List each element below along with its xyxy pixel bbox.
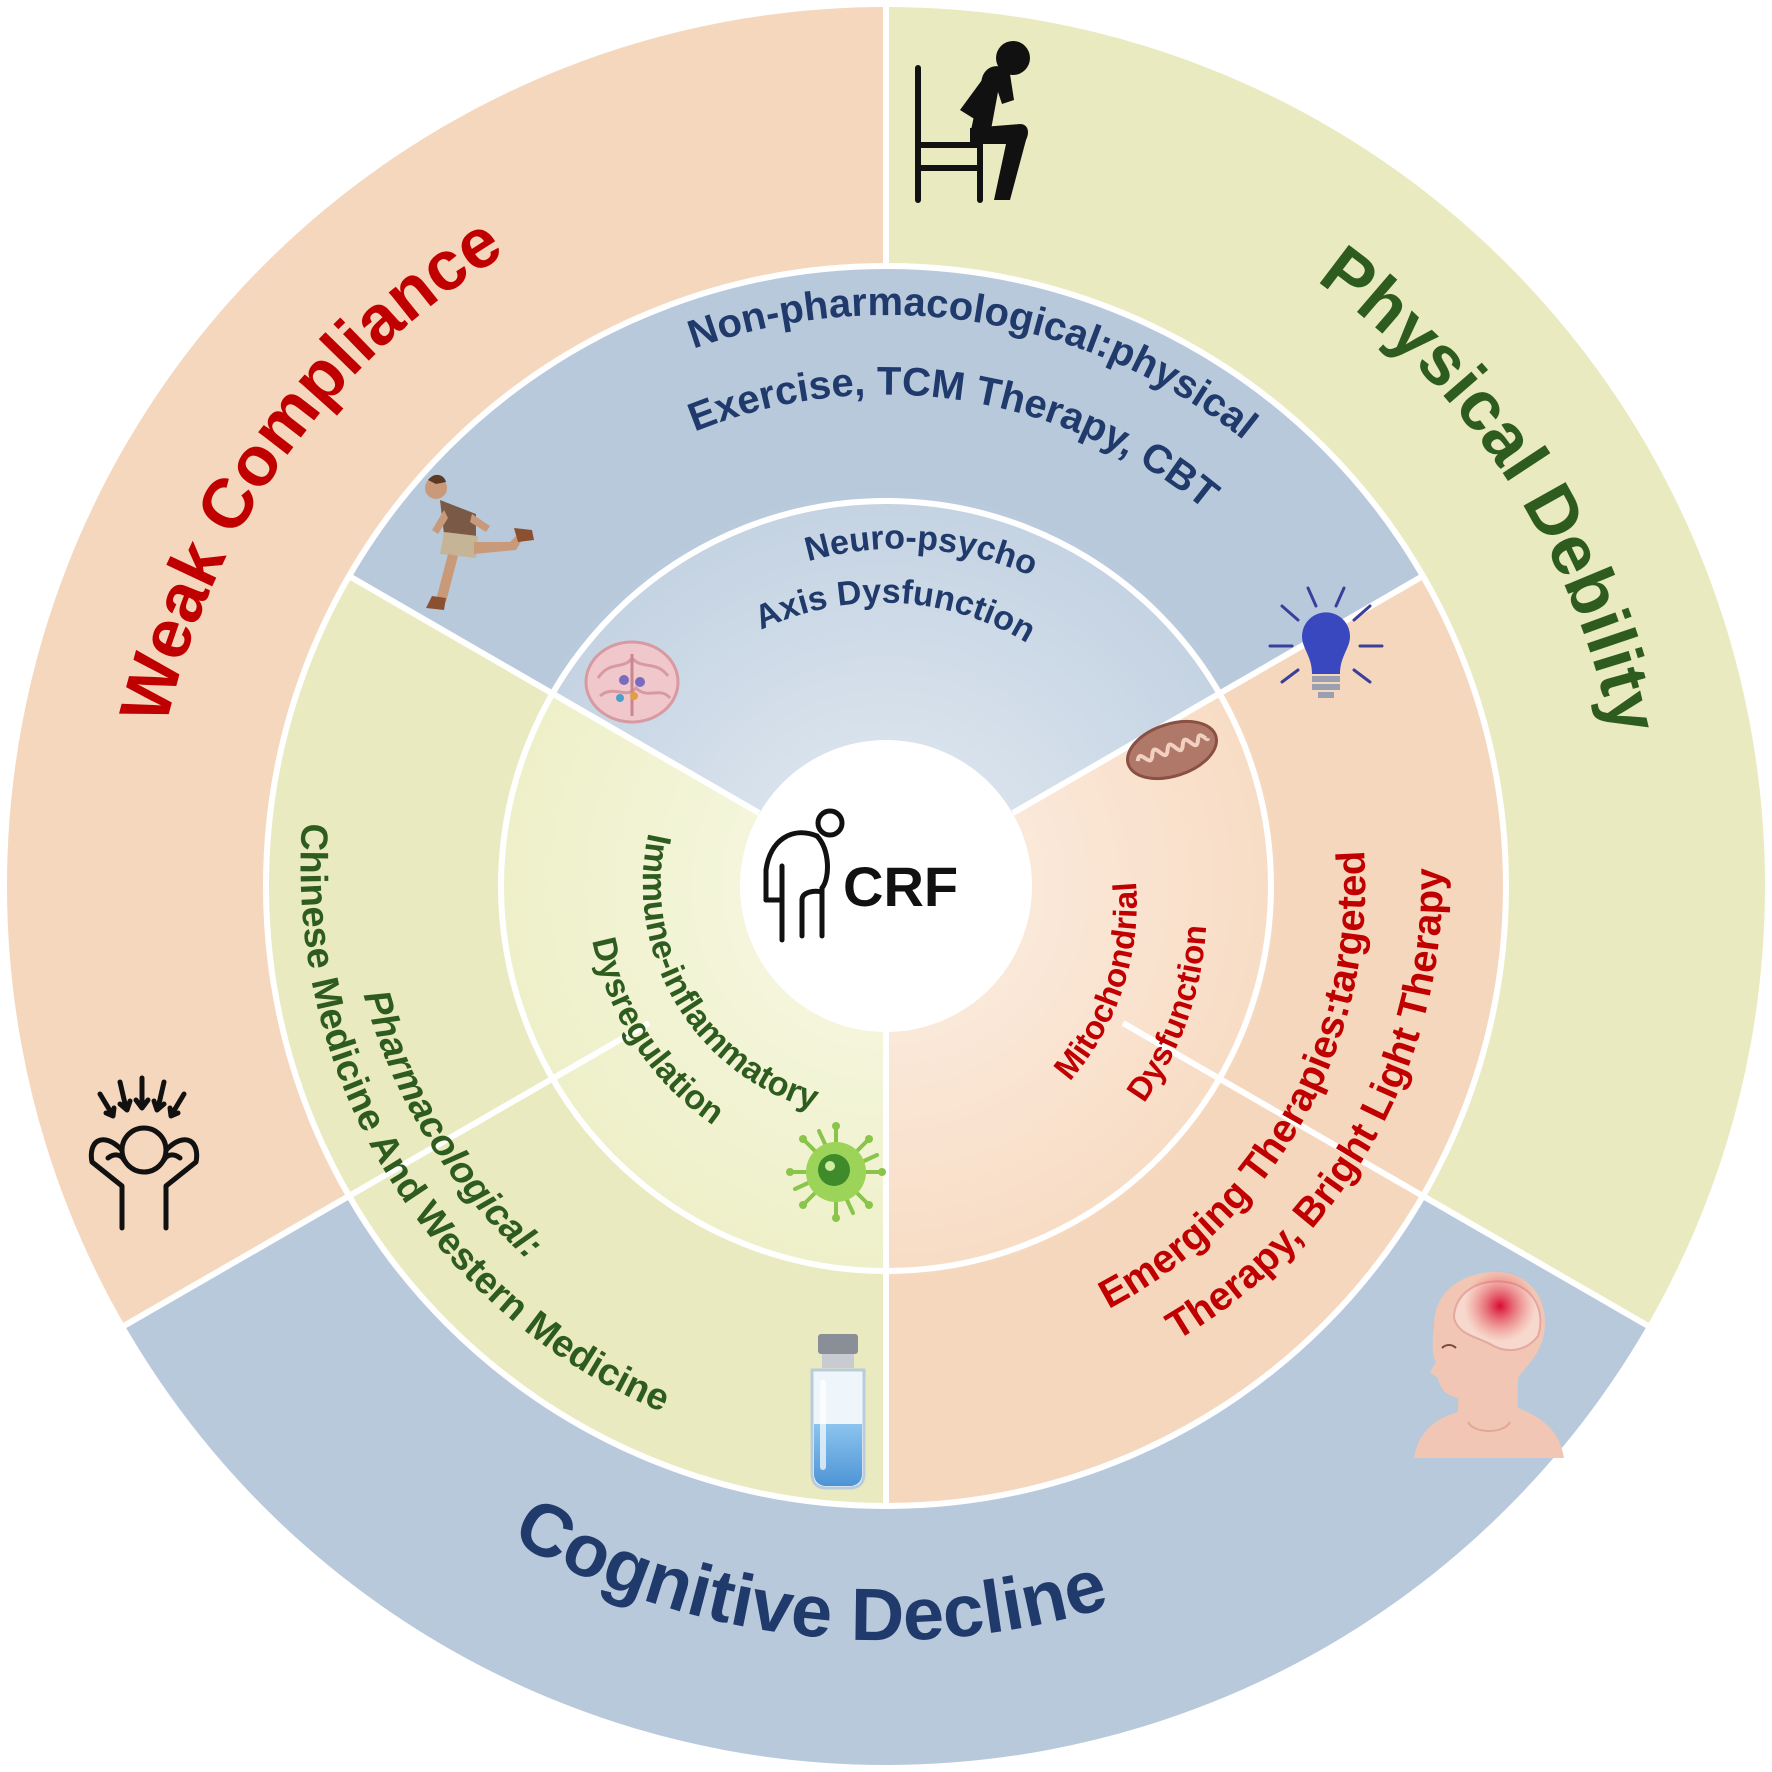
middle-ring [266,265,1506,1506]
tired-person-on-chair-icon [915,41,1030,203]
elderly-person-icon [763,808,845,943]
center-disc [740,740,1032,1032]
light-bulb-icon [1268,586,1384,698]
running-person-icon [425,474,534,610]
head-brain-pain-icon [1414,1270,1564,1458]
weak-compliance-sector [2,2,887,1328]
brain-icon [584,640,680,724]
emerging-therapies-sector [886,576,1506,1506]
medicine-vial-icon [810,1334,866,1490]
virus-icon [786,1122,886,1222]
stressed-person-icon [88,1075,200,1231]
pharmacological-sector [266,576,886,1506]
mitochondria-icon [1126,719,1218,781]
center-label: CRF [843,855,958,918]
non-pharmacological-sector [349,265,1423,694]
cognitive-decline-sector [120,1196,1652,1770]
physical-debility-sector [886,2,1770,1328]
